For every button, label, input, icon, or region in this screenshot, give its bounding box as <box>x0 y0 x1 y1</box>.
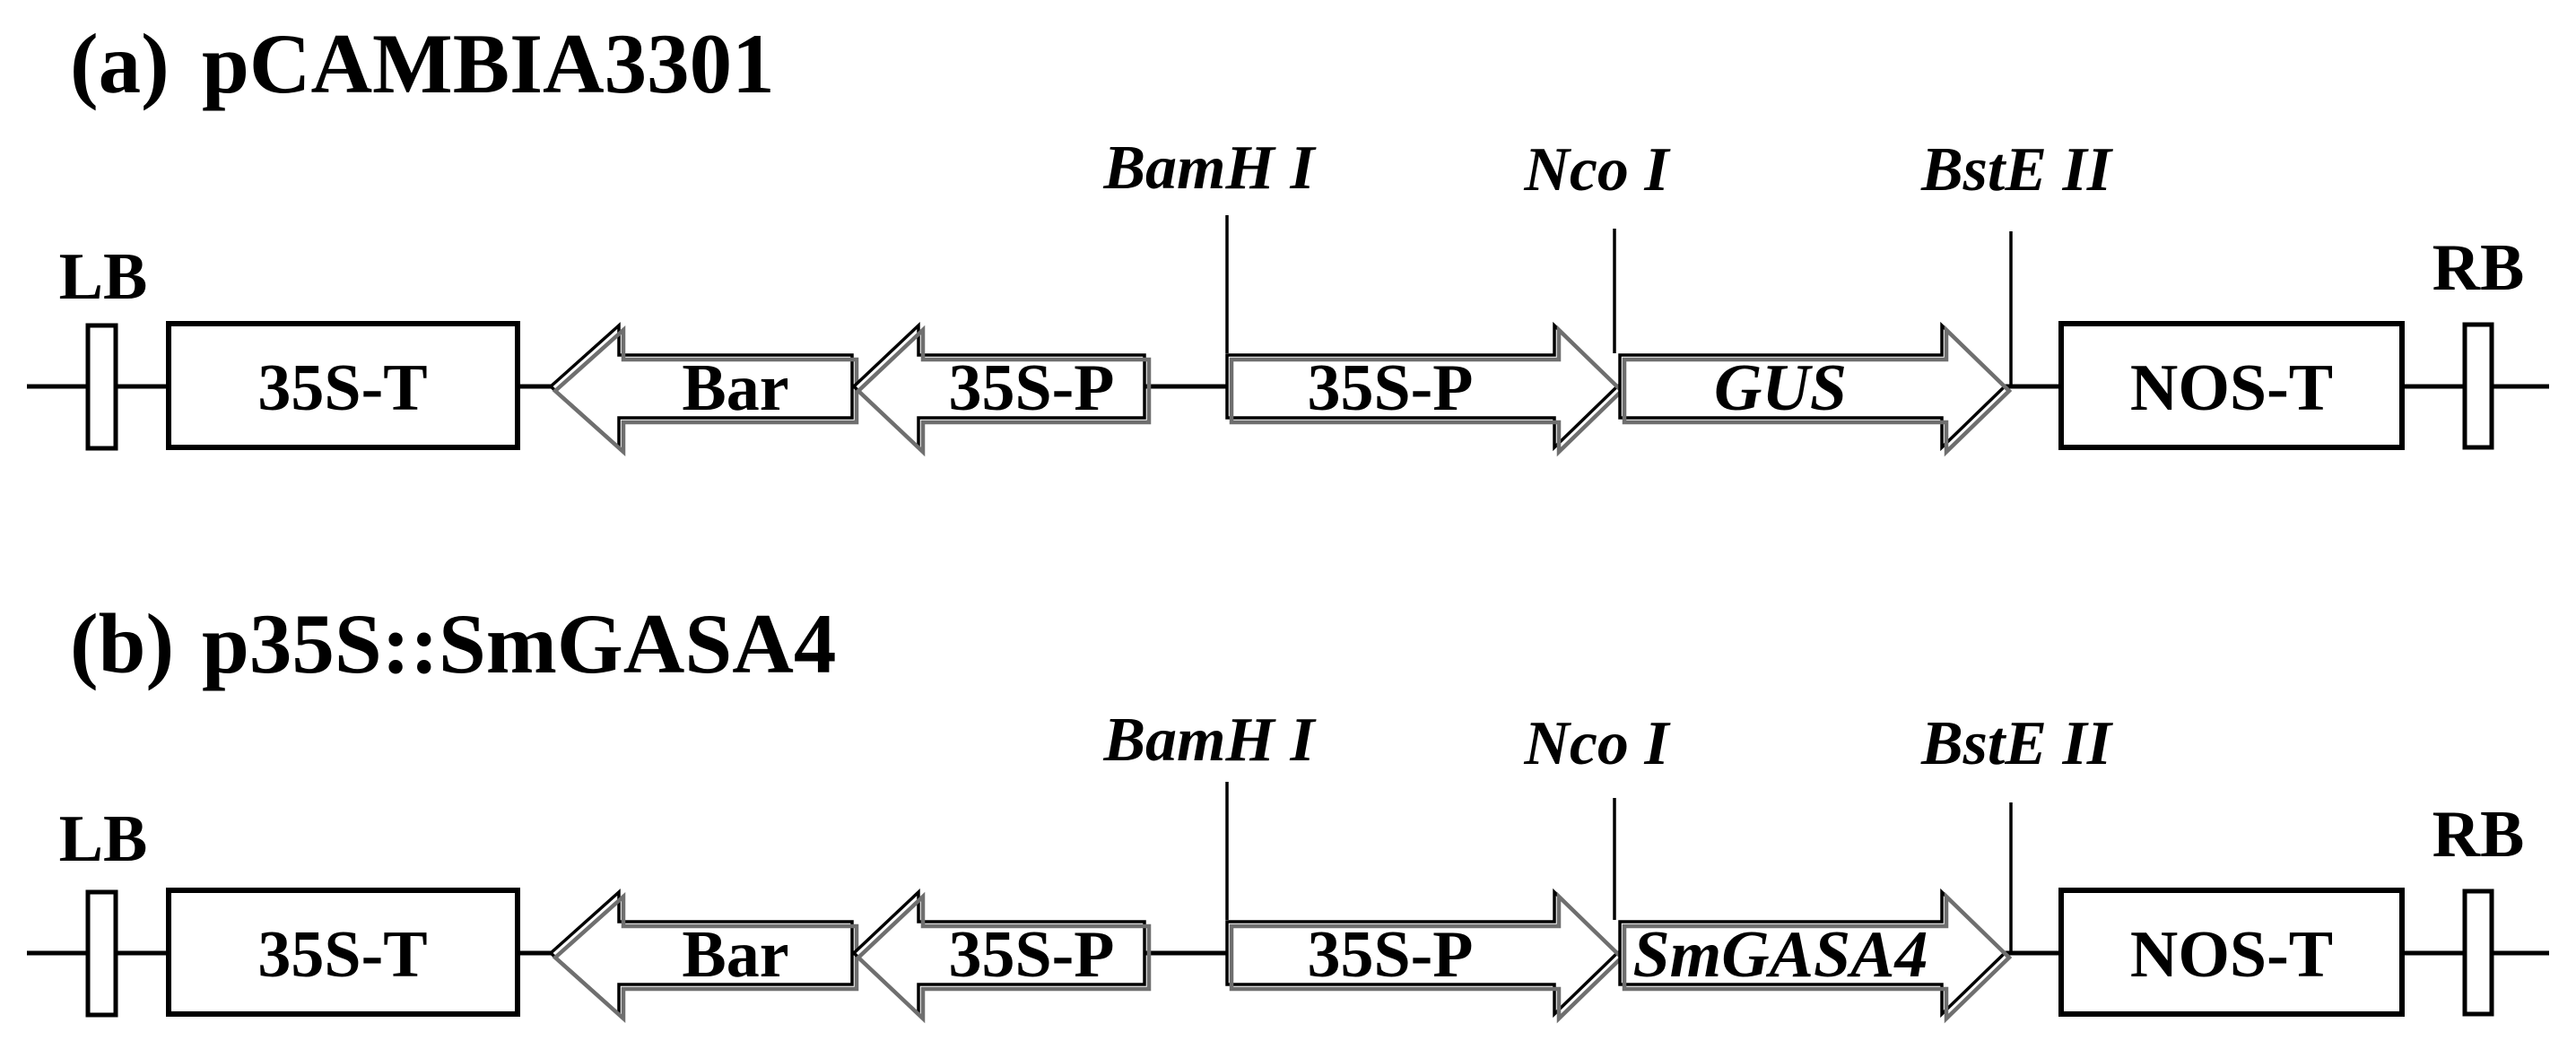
right-border-marker <box>2462 322 2494 450</box>
label-gene: GUS <box>1714 351 1847 425</box>
restriction-site-label-ncoi: Nco I <box>1523 709 1671 778</box>
restriction-site-label-ncoi: Nco I <box>1523 135 1671 204</box>
restriction-site-label-bsteii: BstE II <box>1920 135 2114 204</box>
restriction-site-label-bamhi: BamH I <box>1102 706 1317 775</box>
left-border-marker <box>85 323 118 451</box>
arrow-35s-promoter-reverse-shadow <box>855 891 1152 1024</box>
arrow-gene <box>1618 321 2007 452</box>
arrow-35s-promoter-forward <box>1225 321 1620 452</box>
left-border-marker <box>85 889 118 1018</box>
construct-title-b: p35S::SmGASA4 <box>202 596 836 691</box>
construct-title-a: pCAMBIA3301 <box>202 16 775 111</box>
arrow-35s-promoter-reverse-shadow <box>855 325 1152 457</box>
left-border-label: LB <box>59 802 148 876</box>
panel-label-a: (a) <box>70 16 170 111</box>
arrow-35s-promoter-forward <box>1225 888 1620 1019</box>
right-border-marker <box>2462 889 2494 1017</box>
box-nos-terminator <box>2058 321 2405 450</box>
box-35s-terminator <box>166 888 520 1017</box>
label-bar-gene: Bar <box>682 351 788 425</box>
label-gene: SmGASA4 <box>1632 918 1928 992</box>
arrow-bar-gene-shadow <box>552 891 859 1024</box>
right-border-label: RB <box>2432 798 2525 871</box>
label-35s-promoter-reverse: 35S-P <box>949 918 1115 992</box>
restriction-site-label-bsteii: BstE II <box>1920 709 2114 778</box>
box-nos-terminator <box>2058 888 2405 1017</box>
label-35s-promoter-forward: 35S-P <box>1308 918 1474 992</box>
arrow-35s-promoter-forward-shadow <box>1229 325 1625 457</box>
label-nos-terminator: NOS-T <box>2130 351 2333 425</box>
left-border-label: LB <box>59 240 148 314</box>
label-35s-promoter-reverse: 35S-P <box>949 351 1115 425</box>
arrow-35s-promoter-forward-shadow <box>1229 891 1625 1024</box>
label-35s-promoter-forward: 35S-P <box>1308 351 1474 425</box>
label-35s-terminator: 35S-T <box>257 351 427 425</box>
label-nos-terminator: NOS-T <box>2130 918 2333 992</box>
arrow-gene <box>1618 888 2007 1019</box>
arrow-gene-shadow <box>1622 325 2013 457</box>
box-35s-terminator <box>166 321 520 450</box>
construct-a: (a) pCAMBIA3301 BamH I Nco I BstE II LB … <box>27 16 2549 457</box>
arrow-bar-gene-shadow <box>552 325 859 457</box>
label-bar-gene: Bar <box>682 918 788 992</box>
panel-label-b: (b) <box>70 596 174 691</box>
arrow-gene-shadow <box>1622 891 2013 1024</box>
label-35s-terminator: 35S-T <box>257 918 427 992</box>
construct-b: (b) p35S::SmGASA4 BamH I Nco I BstE II L… <box>27 596 2549 1024</box>
restriction-site-label-bamhi: BamH I <box>1102 134 1317 203</box>
right-border-label: RB <box>2432 231 2525 305</box>
